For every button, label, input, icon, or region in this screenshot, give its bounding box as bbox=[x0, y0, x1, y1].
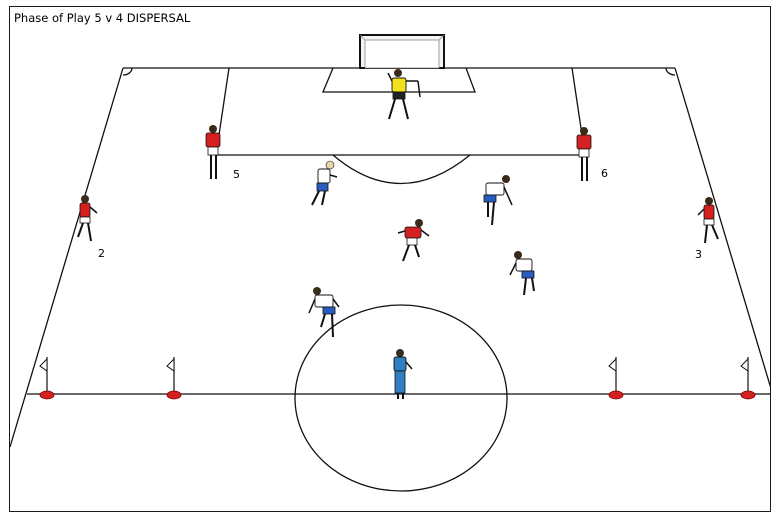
diagram-frame: Phase of Play 5 v 4 DISPERSAL bbox=[9, 6, 771, 512]
right-touchline bbox=[675, 68, 771, 392]
corner-arc-left bbox=[123, 68, 132, 75]
player-red-5-label: 5 bbox=[233, 168, 240, 181]
flag-cone-3 bbox=[609, 357, 623, 399]
player-white-4 bbox=[309, 287, 339, 337]
player-red-3-label: 3 bbox=[695, 248, 702, 261]
coach-figure bbox=[394, 349, 412, 399]
corner-arc-right bbox=[666, 68, 675, 75]
goal bbox=[360, 35, 444, 68]
flag-cone-1 bbox=[40, 357, 54, 399]
player-goalkeeper bbox=[388, 69, 420, 119]
player-white-2 bbox=[484, 175, 512, 225]
flag-cone-4 bbox=[741, 357, 755, 399]
player-red-3 bbox=[698, 197, 718, 243]
centre-circle bbox=[295, 305, 507, 491]
pitch: 2 5 6 3 bbox=[10, 7, 771, 512]
player-white-3 bbox=[510, 251, 534, 295]
player-red-center bbox=[398, 219, 429, 261]
flag-cone-2 bbox=[167, 357, 181, 399]
penalty-arc bbox=[333, 155, 470, 184]
player-red-5 bbox=[206, 125, 220, 179]
pitch-lines bbox=[10, 68, 771, 491]
player-red-6 bbox=[577, 127, 591, 181]
player-red-6-label: 6 bbox=[601, 167, 608, 180]
player-red-2-label: 2 bbox=[98, 247, 105, 260]
player-red-2 bbox=[78, 195, 97, 241]
player-white-1 bbox=[312, 161, 337, 205]
left-touchline bbox=[10, 68, 123, 447]
